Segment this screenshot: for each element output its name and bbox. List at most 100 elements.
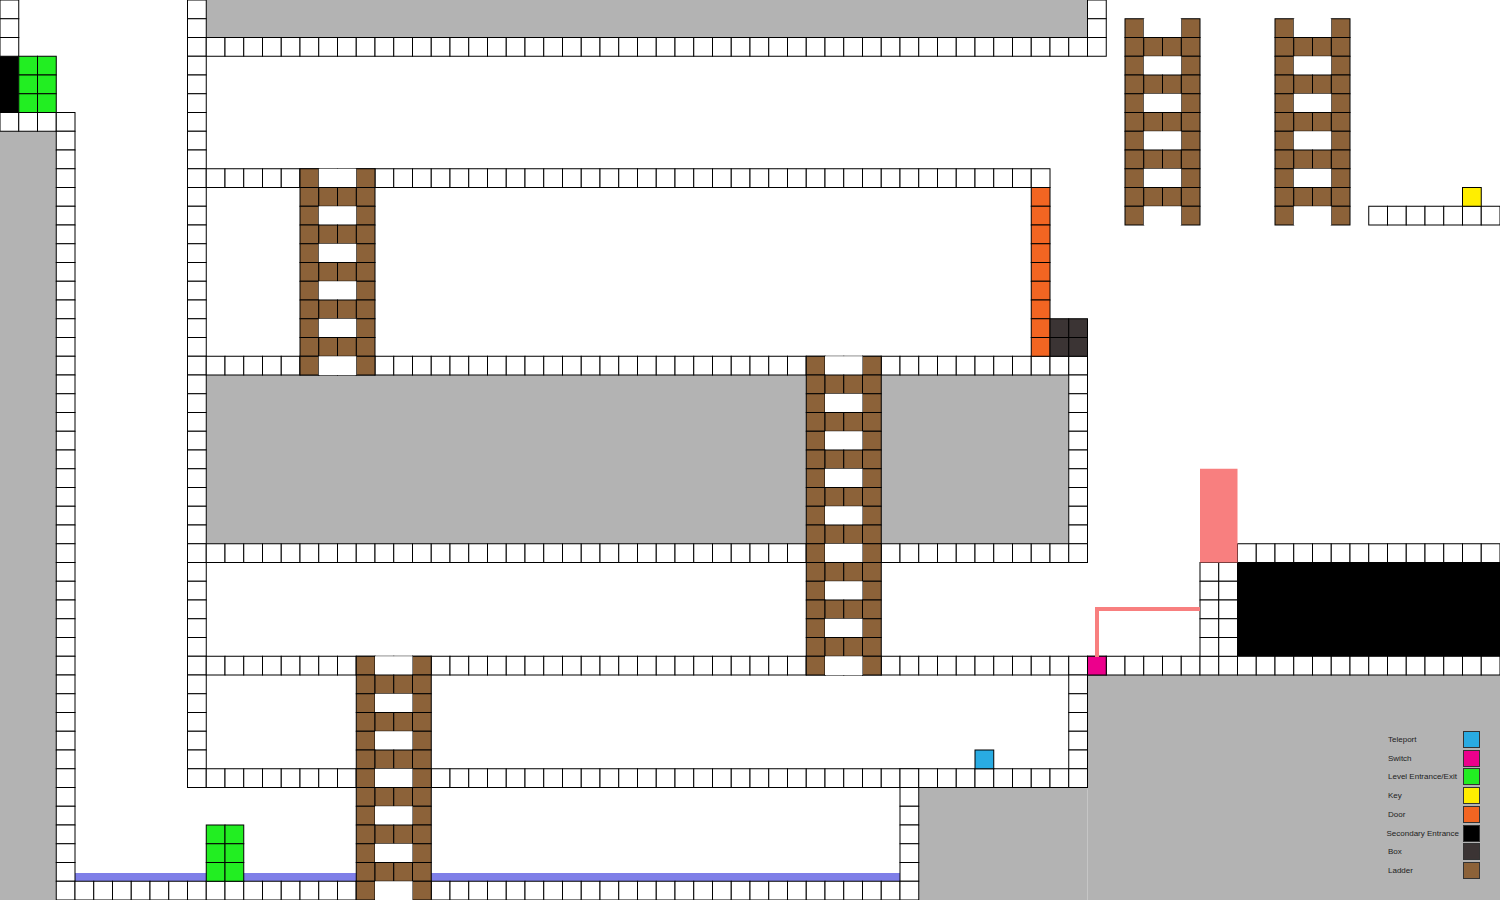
wall-tile	[619, 769, 638, 788]
wall-tile	[769, 38, 788, 57]
wall-tile	[56, 488, 75, 507]
wall-tile	[244, 881, 263, 900]
wall-tile	[1369, 206, 1388, 225]
wall-tile	[788, 881, 807, 900]
wall-tile	[319, 544, 338, 563]
ladder-tile	[413, 788, 432, 807]
ladder-tile	[806, 413, 825, 432]
door	[1031, 319, 1050, 338]
wall-tile	[713, 169, 732, 188]
ladder-tile	[1275, 113, 1294, 132]
wall-tile	[338, 38, 357, 57]
ladder-tile	[319, 300, 338, 319]
wall-tile	[1481, 656, 1500, 675]
ladder-gap	[1144, 94, 1182, 113]
wall-tile	[806, 38, 825, 57]
wall-tile	[975, 656, 994, 675]
ladder-tile	[356, 263, 375, 282]
wall-tile	[1463, 206, 1482, 225]
wall-tile	[225, 656, 244, 675]
ladder-tile	[1331, 75, 1350, 94]
wall-tile	[863, 169, 882, 188]
legend-swatch	[1463, 768, 1480, 785]
wall-tile	[506, 544, 525, 563]
ladder-tile	[300, 169, 319, 188]
wall-tile	[56, 675, 75, 694]
wall-tile	[1069, 694, 1088, 713]
wall-tile	[488, 881, 507, 900]
wall-tile	[94, 881, 113, 900]
ladder-tile	[844, 563, 863, 582]
wall-tile	[56, 206, 75, 225]
legend-swatch	[1463, 787, 1480, 804]
wall-tile	[506, 356, 525, 375]
wall-tile	[994, 356, 1013, 375]
wall-tile	[675, 356, 694, 375]
level-entrance	[19, 75, 38, 94]
level-exit	[206, 863, 225, 882]
ladder-tile	[356, 844, 375, 863]
wall-tile	[638, 38, 657, 57]
wall-tile	[1444, 656, 1463, 675]
wall-tile	[900, 769, 919, 788]
ladder-tile	[1331, 113, 1350, 132]
ladder-tile	[413, 656, 432, 675]
ladder-tile	[1331, 206, 1350, 225]
ladder-tile	[863, 619, 882, 638]
wall-tile	[469, 769, 488, 788]
wall-tile	[844, 769, 863, 788]
wall-tile	[56, 581, 75, 600]
wall-tile	[56, 263, 75, 282]
wall-tile	[413, 656, 432, 675]
ladder-tile	[1125, 38, 1144, 57]
door	[1031, 263, 1050, 282]
wall-tile	[1275, 656, 1294, 675]
wall-tile	[188, 469, 207, 488]
ladder-tile	[1275, 131, 1294, 150]
wall-tile	[19, 113, 38, 132]
ladder-tile	[413, 731, 432, 750]
ladder-tile	[356, 225, 375, 244]
ladder-tile	[806, 563, 825, 582]
ladder-gap	[375, 844, 413, 863]
wall-tile	[244, 356, 263, 375]
wall-tile	[619, 169, 638, 188]
wall-tile	[1200, 638, 1219, 657]
wall-tile	[1069, 525, 1088, 544]
wall-tile	[900, 38, 919, 57]
ladder-tile	[356, 206, 375, 225]
ladder-tile	[1163, 188, 1182, 207]
wall-tile	[450, 656, 469, 675]
ladder-tile	[825, 413, 844, 432]
wall-tile	[1219, 638, 1238, 657]
wall-tile	[1294, 656, 1313, 675]
wall-tile	[1031, 544, 1050, 563]
wall-tile	[263, 38, 282, 57]
ladder-tile	[375, 750, 394, 769]
wall-tile	[900, 769, 919, 788]
wall-tile	[1238, 656, 1257, 675]
wall-tile	[188, 638, 207, 657]
wall-tile	[694, 769, 713, 788]
wall-tile	[1069, 488, 1088, 507]
ladder-tile	[1163, 75, 1182, 94]
wall-tile	[675, 769, 694, 788]
wall-tile	[994, 544, 1013, 563]
ladder-tile	[1125, 94, 1144, 113]
wall-tile	[750, 656, 769, 675]
ladder-tile	[1294, 113, 1313, 132]
wall-tile	[56, 563, 75, 582]
wall-tile	[1013, 38, 1032, 57]
ladder-tile	[825, 375, 844, 394]
wall-tile	[56, 319, 75, 338]
wall-tile	[56, 544, 75, 563]
wall-tile	[431, 544, 450, 563]
ladder-tile	[356, 694, 375, 713]
wall-tile	[1463, 656, 1482, 675]
wall-tile	[281, 881, 300, 900]
ladder-tile	[1331, 38, 1350, 57]
wall-tile	[844, 38, 863, 57]
wall-tile	[225, 544, 244, 563]
ladder-gap	[825, 431, 863, 450]
wall-tile	[56, 413, 75, 432]
